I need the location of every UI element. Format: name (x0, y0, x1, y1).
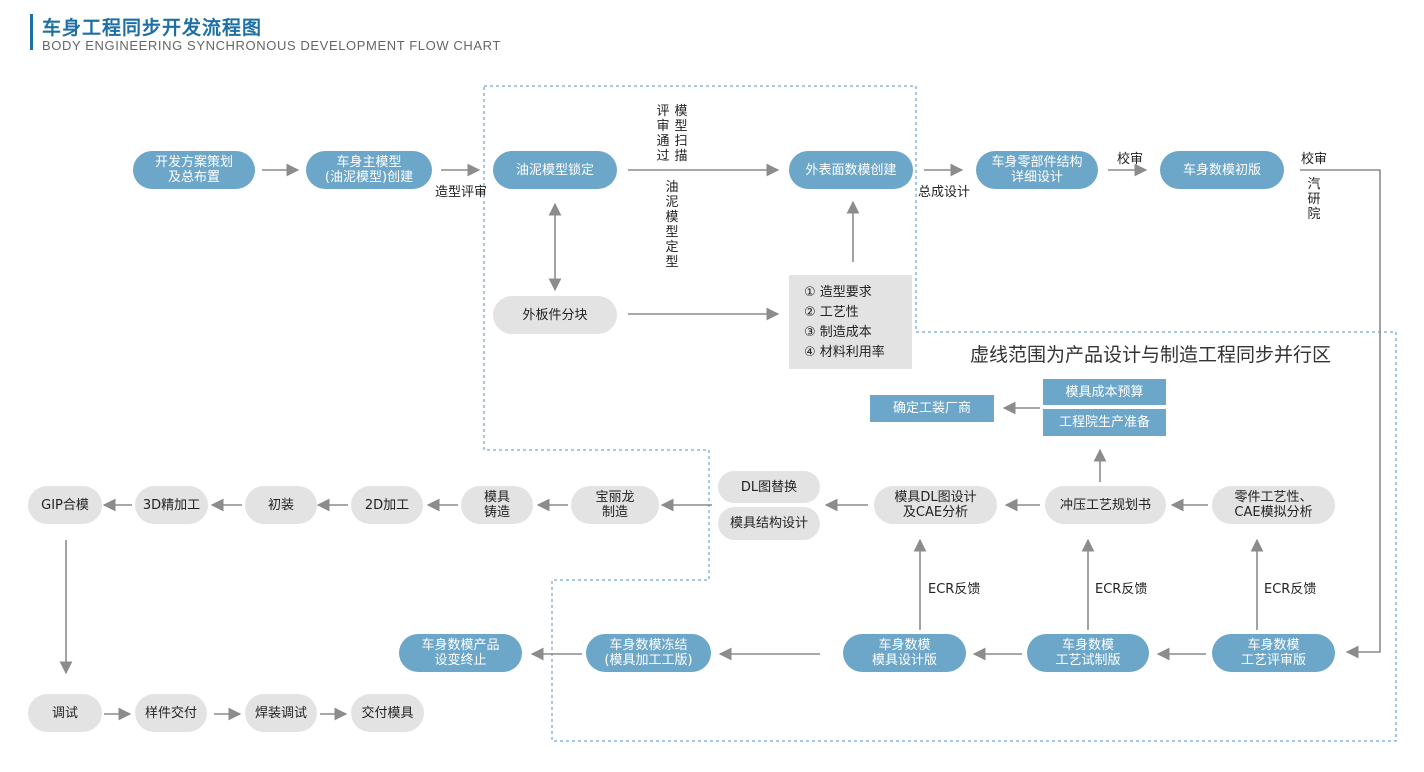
label-research: 汽研院 (1307, 177, 1321, 222)
node-part-cae: 零件工艺性、 CAE模拟分析 (1212, 486, 1335, 524)
parallel-zone-note: 虚线范围为产品设计与制造工程同步并行区 (970, 344, 1332, 366)
node-mold-struct: 模具结构设计 (718, 507, 820, 540)
label-ecr-2: ECR反馈 (1095, 582, 1148, 597)
node-2d-machining: 2D加工 (351, 486, 423, 524)
label-model-scan: 模型扫描 (674, 104, 688, 164)
label-review-pass: 评审通过 (656, 104, 670, 164)
requirement-item: ① 造型要求 (804, 285, 872, 300)
node-plan: 开发方案策划 及总布置 (133, 151, 255, 189)
node-parts-design: 车身零部件结构 详细设计 (976, 151, 1098, 189)
label-check-2: 校审 (1301, 152, 1328, 167)
node-first-version: 车身数模初版 (1160, 151, 1284, 189)
node-mold-cost: 模具成本预算 (1043, 379, 1166, 405)
label-integration: 总成设计 (918, 185, 971, 200)
node-main-model: 车身主模型 (油泥模型)创建 (306, 151, 432, 189)
node-surface: 外表面数模创建 (789, 151, 913, 189)
node-clay-lock: 油泥模型锁定 (493, 151, 617, 189)
requirement-item: ② 工艺性 (804, 305, 859, 320)
requirement-item: ③ 制造成本 (804, 325, 872, 340)
label-clay-fixed: 油泥模型定型 (665, 180, 679, 270)
page-subtitle: BODY ENGINEERING SYNCHRONOUS DEVELOPMENT… (42, 38, 501, 53)
node-initial-assembly: 初装 (245, 486, 317, 524)
label-ecr-1: ECR反馈 (928, 582, 981, 597)
node-mold-version: 车身数模 模具设计版 (843, 634, 966, 672)
node-eng-prep: 工程院生产准备 (1043, 409, 1166, 436)
requirements-box: ① 造型要求 ② 工艺性 ③ 制造成本 ④ 材料利用率 (789, 275, 912, 369)
node-trial-version: 车身数模 工艺试制版 (1027, 634, 1149, 672)
label-styling-review: 造型评审 (435, 185, 488, 200)
node-sample: 样件交付 (135, 694, 207, 732)
title-accent-bar (30, 14, 33, 50)
node-deliver-mold: 交付模具 (351, 694, 424, 732)
node-stamping-plan: 冲压工艺规划书 (1045, 486, 1166, 524)
parallel-zone-boundary (483, 85, 1397, 742)
node-panel-split: 外板件分块 (493, 296, 617, 334)
label-ecr-3: ECR反馈 (1264, 582, 1317, 597)
node-review-version: 车身数模 工艺评审版 (1212, 634, 1335, 672)
node-weld-debug: 焊装调试 (245, 694, 317, 732)
node-confirm-vendor: 确定工装厂商 (870, 395, 994, 422)
node-gip: GIP合模 (28, 486, 102, 524)
arrow-first-to-review (1300, 169, 1381, 659)
node-dl-replace: DL图替换 (718, 471, 820, 503)
node-terminate: 车身数模产品 设变终止 (399, 634, 522, 672)
node-debug: 调试 (28, 694, 102, 732)
node-mold-dl: 模具DL图设计 及CAE分析 (874, 486, 997, 524)
node-baolilong: 宝丽龙 制造 (571, 486, 659, 524)
requirement-item: ④ 材料利用率 (804, 345, 885, 360)
node-freeze: 车身数模冻结 (模具加工工版) (586, 634, 711, 672)
page-title: 车身工程同步开发流程图 (42, 17, 263, 39)
node-mold-cast: 模具 铸造 (461, 486, 533, 524)
node-3d-finish: 3D精加工 (135, 486, 208, 524)
label-check-1: 校审 (1117, 152, 1144, 167)
